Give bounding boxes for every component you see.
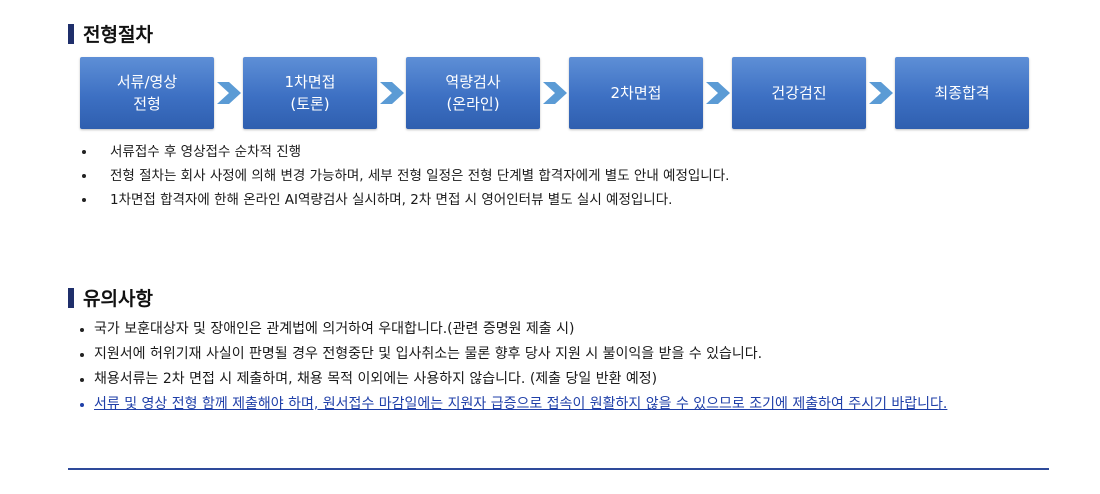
- step-health-check: 건강검진: [732, 57, 866, 129]
- list-item: 채용서류는 2차 면접 시 제출하며, 채용 목적 이외에는 사용하지 않습니다…: [80, 367, 1070, 392]
- title-bar-icon: [68, 23, 74, 44]
- step-label: 서류/영상: [116, 73, 178, 91]
- section-title-process: 전형절차: [68, 20, 153, 47]
- process-notes-list: 서류접수 후 영상접수 순차적 진행 전형 절차는 회사 사정에 의해 변경 가…: [80, 140, 729, 212]
- list-item: 지원서에 허위기재 사실이 판명될 경우 전형중단 및 입사취소는 물론 향후 …: [80, 342, 1070, 367]
- step-sublabel: (토론): [290, 95, 330, 113]
- step-first-interview: 1차면접 (토론): [243, 57, 377, 129]
- list-item: 전형 절차는 회사 사정에 의해 변경 가능하며, 세부 전형 일정은 전형 단…: [80, 164, 729, 188]
- list-item: 국가 보훈대상자 및 장애인은 관계법에 의거하여 우대합니다.(관련 증명원 …: [80, 317, 1070, 342]
- list-item: 서류접수 후 영상접수 순차적 진행: [80, 140, 729, 164]
- step-label: 최종합격: [934, 84, 990, 102]
- title-bar-icon: [68, 287, 74, 308]
- list-item-highlighted[interactable]: 서류 및 영상 전형 함께 제출해야 하며, 원서접수 마감일에는 지원자 급증…: [80, 392, 1070, 417]
- step-final-pass: 최종합격: [895, 57, 1029, 129]
- step-label: 건강검진: [771, 84, 827, 102]
- step-sublabel: 전형: [133, 95, 161, 113]
- section-title-notices: 유의사항: [68, 284, 153, 311]
- chevron-right-icon: [377, 80, 406, 106]
- step-label: 1차면접: [284, 73, 336, 91]
- section-divider: [68, 468, 1049, 470]
- step-sublabel: (온라인): [446, 95, 500, 113]
- chevron-right-icon: [214, 80, 243, 106]
- step-document-video: 서류/영상 전형: [80, 57, 214, 129]
- step-competency-test: 역량검사 (온라인): [406, 57, 540, 129]
- step-second-interview: 2차면접: [569, 57, 703, 129]
- step-label: 2차면접: [610, 84, 662, 102]
- chevron-right-icon: [703, 80, 732, 106]
- notices-list: 국가 보훈대상자 및 장애인은 관계법에 의거하여 우대합니다.(관련 증명원 …: [80, 317, 1070, 417]
- section-title-text: 유의사항: [83, 288, 153, 310]
- chevron-right-icon: [866, 80, 895, 106]
- chevron-right-icon: [540, 80, 569, 106]
- process-flow: 서류/영상 전형 1차면접 (토론) 역량검사 (온라인) 2차면접 건강검진 …: [80, 57, 1029, 129]
- step-label: 역량검사: [445, 73, 501, 91]
- section-title-text: 전형절차: [83, 24, 153, 46]
- list-item: 1차면접 합격자에 한해 온라인 AI역량검사 실시하며, 2차 면접 시 영어…: [80, 188, 729, 212]
- highlighted-notice-text[interactable]: 서류 및 영상 전형 함께 제출해야 하며, 원서접수 마감일에는 지원자 급증…: [94, 396, 948, 412]
